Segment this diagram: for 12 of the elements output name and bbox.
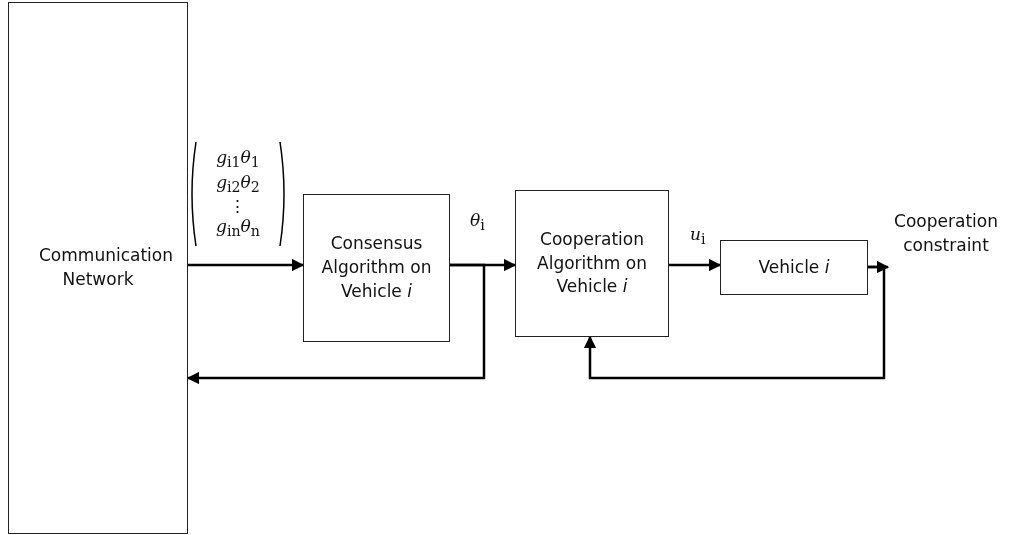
process-box: Consensus Algorithm on Vehicle i — [303, 194, 450, 342]
output-label: Cooperation constraint — [893, 210, 999, 257]
process-box: Communication Network — [8, 2, 188, 534]
process-box: Vehicle i — [720, 240, 868, 295]
arrow — [188, 258, 305, 272]
arrow — [186, 263, 486, 385]
process-box: Cooperation Algorithm on Vehicle i — [515, 190, 669, 337]
edge-label: u$_{i}$ — [690, 224, 706, 248]
edge-label: θ$_{i}$ — [470, 210, 485, 234]
arrow — [669, 258, 722, 272]
vector-label: g$_{i1}$θ$_{1}$ g$_{i2}$θ$_{2}$ ⋮ g$_{in}$θ$_{n}$ — [216, 147, 260, 241]
arrow — [583, 265, 886, 380]
